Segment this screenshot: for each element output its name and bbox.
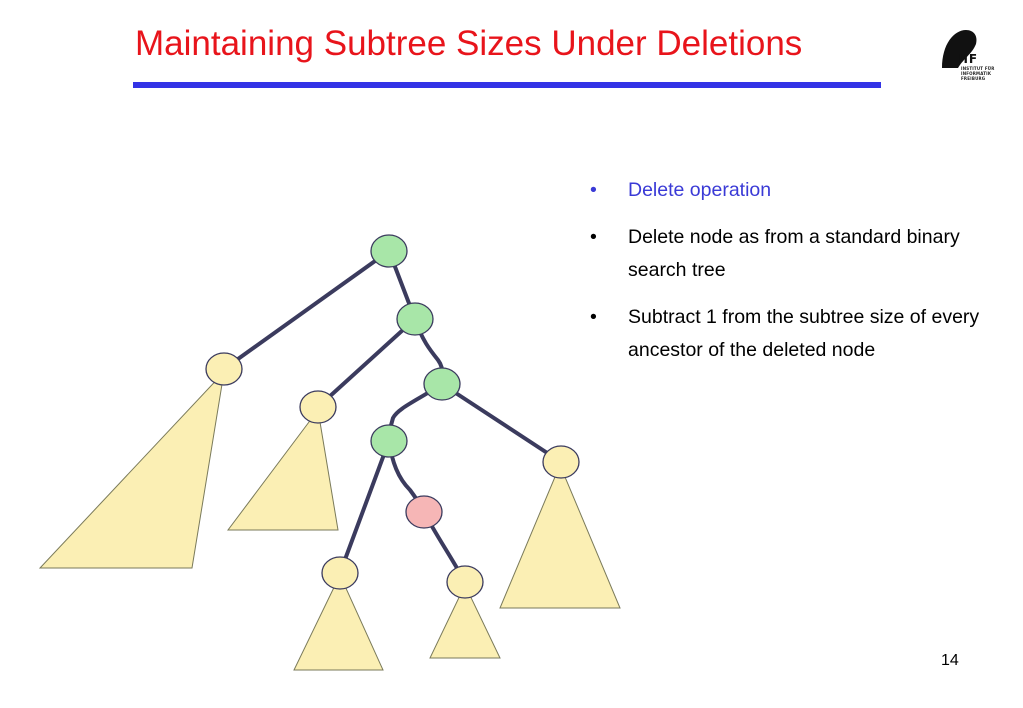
edge-n4-left bbox=[338, 439, 391, 575]
node-ancestor-2 bbox=[396, 302, 434, 336]
subtree-triangle-mid-left bbox=[227, 408, 339, 531]
bullet-text: Delete node as from a standard binary se… bbox=[628, 226, 960, 281]
node-ancestor-3 bbox=[423, 367, 461, 401]
subtree-triangle-left bbox=[38, 370, 225, 569]
subtree-triangle-right bbox=[499, 463, 621, 609]
subtree-triangle-bottom-right bbox=[429, 583, 501, 659]
tree-nodes bbox=[205, 234, 580, 599]
node-subtree-bottom-left bbox=[321, 556, 359, 590]
bullet-marker: • bbox=[590, 306, 597, 328]
bullet-marker: • bbox=[590, 179, 597, 201]
node-ancestor-4 bbox=[370, 424, 408, 458]
page-number: 14 bbox=[941, 652, 959, 669]
logo-line-3: FREIBURG bbox=[961, 76, 986, 81]
slide-title: Maintaining Subtree Sizes Under Deletion… bbox=[135, 24, 803, 63]
bullet-item-3: • Subtract 1 from the subtree size of ev… bbox=[590, 301, 990, 367]
node-subtree-left bbox=[205, 352, 243, 386]
logo-line-2: INFORMATIK bbox=[961, 71, 992, 76]
bullet-item-1: • Delete operation bbox=[590, 174, 990, 207]
bullet-item-2: • Delete node as from a standard binary … bbox=[590, 221, 990, 287]
edge-n3-right bbox=[440, 382, 563, 464]
university-logo-icon bbox=[942, 30, 977, 68]
node-subtree-bottom-right bbox=[446, 565, 484, 599]
node-subtree-mid-left bbox=[299, 390, 337, 424]
edge-n2-left bbox=[316, 317, 417, 409]
node-deleted bbox=[405, 495, 443, 529]
bullet-marker: • bbox=[590, 226, 597, 248]
logo-mark: IIF bbox=[958, 52, 979, 66]
tree-edges bbox=[222, 249, 563, 584]
edge-root-left bbox=[222, 249, 391, 371]
logo-line-1: INSTITUT FÜR bbox=[961, 66, 995, 71]
subtree-triangle-bottom-left bbox=[293, 573, 384, 671]
bullet-text: Delete operation bbox=[628, 179, 772, 201]
subtree-triangles bbox=[38, 370, 621, 671]
bullet-list: • Delete operation • Delete node as from… bbox=[590, 174, 990, 381]
bullet-text: Subtract 1 from the subtree size of ever… bbox=[628, 306, 980, 361]
node-root bbox=[370, 234, 408, 268]
title-rule bbox=[133, 82, 881, 88]
node-subtree-right bbox=[542, 445, 580, 479]
